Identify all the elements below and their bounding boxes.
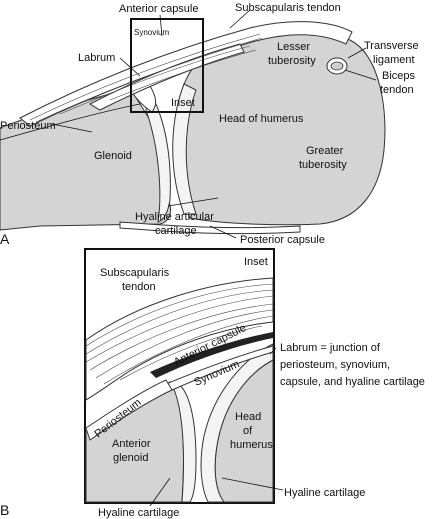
- inset-subscapularis-fibers: [85, 283, 274, 385]
- inset-subscapularis-band: [85, 277, 274, 401]
- panel-a-leaders: [51, 9, 377, 239]
- label-biceps-tendon-2: tendon: [380, 84, 414, 96]
- inset-periosteum: [85, 379, 173, 441]
- panel-a-letter: A: [0, 231, 10, 247]
- label-head-of-humerus: Head of humerus: [219, 113, 304, 125]
- inset-anterior-capsule: [150, 332, 273, 378]
- panel-b: Inset Subscapularis tendon Anterior caps…: [0, 248, 425, 519]
- inset-label-labrum-3: capsule, and hyaline cartilage: [280, 376, 425, 388]
- label-transverse-ligament-1: Transverse: [364, 40, 419, 52]
- label-greater-tuberosity-2: tuberosity: [299, 159, 347, 171]
- panel-b-leaders: [149, 347, 284, 507]
- transverse-ligament-shape: [330, 61, 344, 71]
- anterior-capsule-band: [88, 43, 245, 111]
- panel-b-letter: B: [0, 502, 9, 518]
- humerus-cartilage: [172, 83, 197, 215]
- label-glenoid: Glenoid: [94, 150, 132, 162]
- inset-label-head-3: humerus: [230, 439, 273, 451]
- glenoid-cartilage: [145, 90, 171, 223]
- label-transverse-ligament-2: ligament: [373, 54, 415, 66]
- panel-a: Anterior capsule Subscapularis tendon Sy…: [0, 2, 419, 247]
- label-hyaline-articular-cartilage-2: cartilage: [155, 225, 197, 237]
- inset-label-inset: Inset: [244, 256, 268, 268]
- label-subscapularis-tendon: Subscapularis tendon: [235, 2, 341, 14]
- label-lesser-tuberosity-2: tuberosity: [268, 55, 316, 67]
- inset-label-anterior-glenoid-2: glenoid: [113, 452, 148, 464]
- glenoid-bone: [0, 87, 171, 231]
- inset-label-head-2: of: [243, 425, 253, 437]
- periosteum-line: [0, 103, 141, 141]
- label-labrum: Labrum: [78, 52, 115, 64]
- inset-label-labrum-1: Labrum = junction of: [280, 342, 381, 354]
- anterior-glenoid-cartilage: [169, 381, 197, 503]
- inset-label-hyaline-cartilage-bottom: Hyaline cartilage: [98, 507, 179, 519]
- inset-humerus-cartilage: [200, 343, 274, 503]
- label-hyaline-articular-cartilage-1: Hyaline articular: [135, 211, 214, 223]
- inset-label-labrum-2: periosteum, synovium,: [280, 359, 390, 371]
- label-periosteum: Periosteum: [0, 120, 56, 132]
- label-posterior-capsule: Posterior capsule: [240, 234, 325, 246]
- inset-label-hyaline-cartilage-right: Hyaline cartilage: [284, 487, 365, 499]
- label-greater-tuberosity-1: Greater: [306, 145, 344, 157]
- label-lesser-tuberosity-1: Lesser: [277, 41, 310, 53]
- subscapularis-fibers: [29, 33, 263, 123]
- inset-label-anterior-glenoid-1: Anterior: [112, 438, 151, 450]
- inset-label-subscapularis-1: Subscapularis: [100, 267, 170, 279]
- label-inset: Inset: [171, 97, 195, 109]
- inset-label-head-1: Head: [235, 411, 261, 423]
- inset-frame: [130, 18, 204, 113]
- label-synovium: Synovium: [134, 28, 169, 37]
- inset-label-subscapularis-2: tendon: [122, 281, 156, 293]
- panel-b-frame: [84, 248, 275, 504]
- posterior-capsule-band: [119, 221, 301, 235]
- label-biceps-tendon-1: Biceps: [382, 70, 416, 82]
- inset-synovium: [165, 345, 274, 391]
- label-anterior-capsule: Anterior capsule: [119, 3, 199, 15]
